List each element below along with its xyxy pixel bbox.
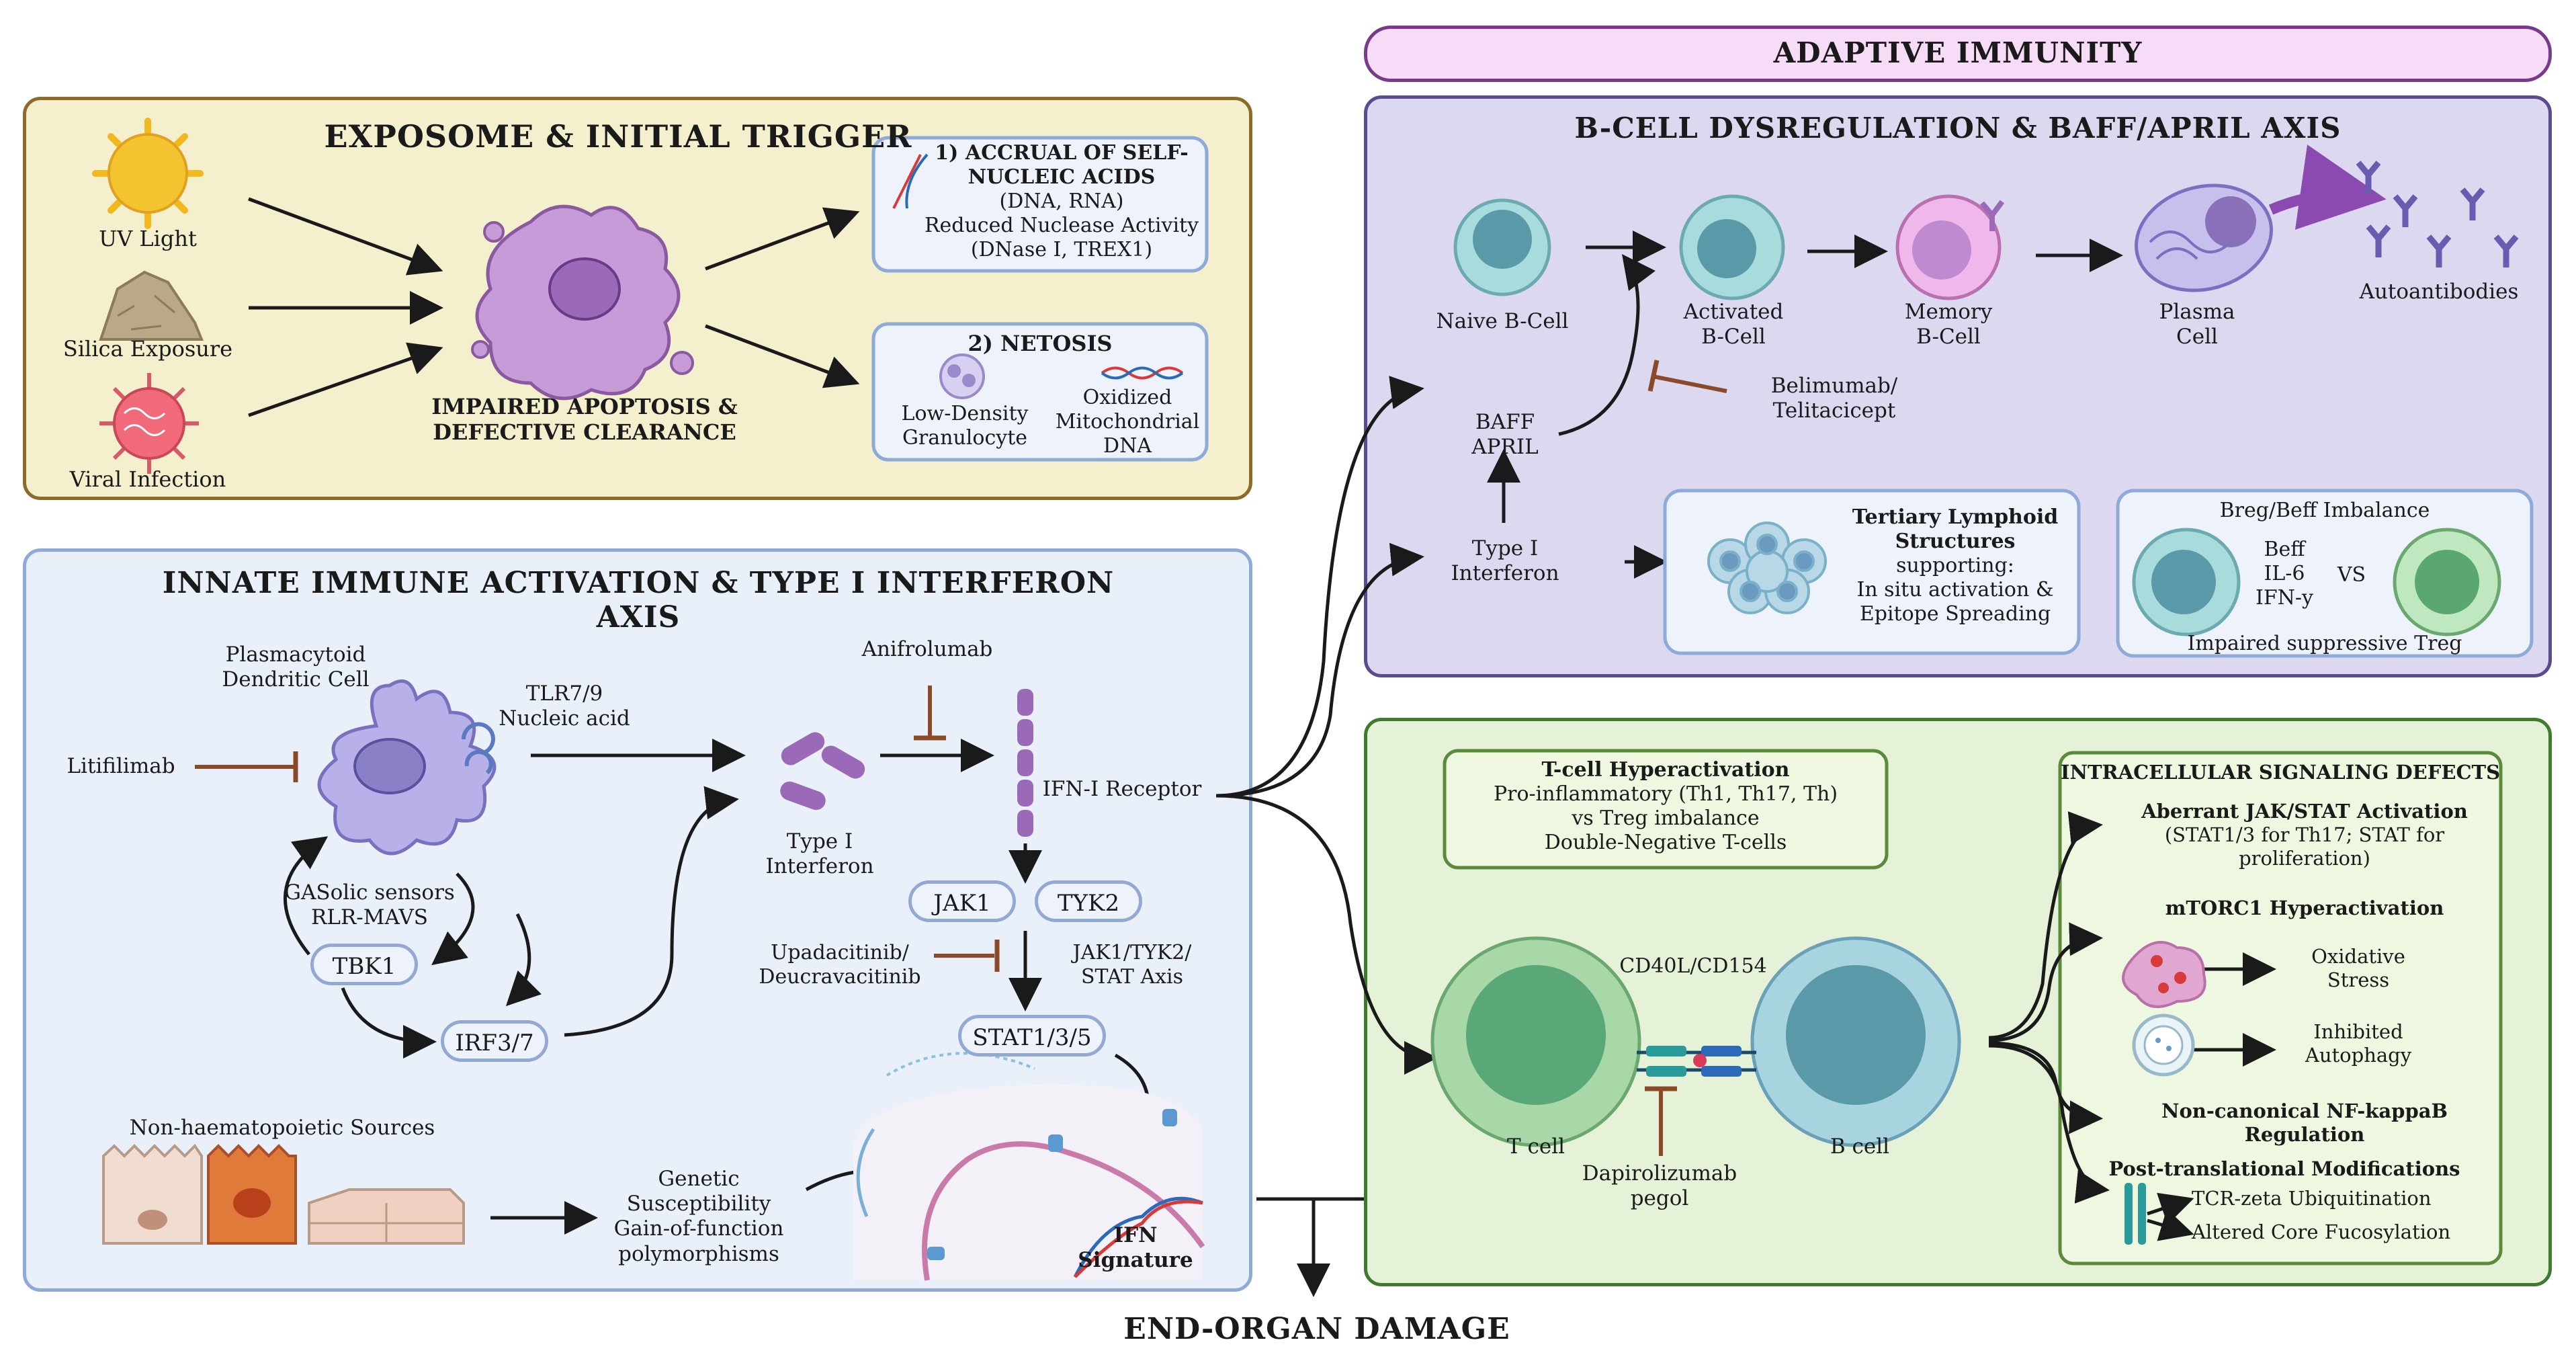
adaptive-banner-title: ADAPTIVE IMMUNITY — [1773, 36, 2143, 69]
treg-cell-icon — [2393, 528, 2501, 636]
dna-icon — [892, 153, 929, 209]
silica-rock-icon — [99, 270, 204, 341]
plasmacytoid-dc-icon — [317, 679, 497, 856]
oxidative-cell-icon — [2122, 941, 2206, 1008]
end-organ-label: END-ORGAN DAMAGE — [1123, 1312, 1510, 1346]
t-hyper-box — [1443, 749, 1889, 870]
litifilimab-label: Litifilimab — [67, 754, 175, 778]
uv-light-label: UV Light — [99, 226, 197, 251]
signaling-box — [2058, 751, 2503, 1266]
bcell-title: B-CELL DYSREGULATION & BAFF/APRIL AXIS — [1574, 112, 2342, 144]
autoantibodies-icon — [2356, 161, 2519, 267]
naive-bcell-icon — [1453, 198, 1551, 296]
ptm-label: Post-translational Modifications — [2108, 1157, 2460, 1180]
b-cell-icon — [1750, 936, 1961, 1147]
sun-icon — [92, 118, 204, 229]
signaling-title: INTRACELLULAR SIGNALING DEFECTS — [2060, 761, 2501, 784]
breg-title: Breg/Beff Imbalance — [2219, 499, 2430, 522]
ifn-receptor-icon — [1017, 689, 1033, 837]
ifn-receptor-label: IFN-I Receptor — [1042, 777, 1202, 801]
anifrolumab-label: Anifrolumab — [861, 637, 993, 661]
autophagy-icon — [2132, 1013, 2195, 1077]
belimumab-label: Belimumab/Telitacicept — [1770, 374, 1898, 423]
accrual-box — [871, 136, 1209, 273]
adaptive-banner — [1364, 26, 2552, 82]
jak1-pill: JAK1 — [908, 880, 1016, 922]
memory-bcell-icon — [1895, 194, 2005, 300]
t-cell-label: T cell — [1506, 1134, 1565, 1159]
netosis-title: 2) NETOSIS — [968, 331, 1113, 356]
exposome-title: EXPOSOME & INITIAL TRIGGER — [324, 118, 912, 155]
naive-bcell-label: Naive B-Cell — [1436, 309, 1569, 333]
mito-dna-icon — [1101, 366, 1184, 380]
cd40-complex-icon — [1637, 1046, 1756, 1077]
accrual-text: 1) ACCRUAL OF SELF- NUCLEIC ACIDS (DNA, … — [924, 141, 1199, 261]
jak-inhibitor-label: Upadacitinib/Deucravacitinib — [759, 941, 921, 989]
silica-label: Silica Exposure — [62, 336, 233, 362]
tcr-label: TCR-zeta Ubiquitination — [2192, 1187, 2432, 1210]
fucosylation-label: Altered Core Fucosylation — [2192, 1220, 2451, 1243]
jakstat-text: Aberrant JAK/STAT Activation (STAT1/3 fo… — [2141, 800, 2468, 870]
cd40-label: CD40L/CD154 — [1619, 954, 1767, 978]
vs-label: VS — [2337, 563, 2366, 587]
stat-pill: STAT1/3/5 — [958, 1015, 1106, 1057]
epithelial-cells-icon — [102, 1143, 465, 1245]
tcr-receptor-icon — [2124, 1183, 2146, 1245]
beff-cell-icon — [2132, 528, 2241, 636]
mtorc-label: mTORC1 Hyperactivation — [2165, 897, 2444, 919]
tbk1-pill: TBK1 — [310, 944, 418, 985]
virus-icon — [99, 373, 199, 474]
autoantibodies-label: Autoantibodies — [2359, 280, 2519, 304]
jak-axis-label: JAK1/TYK2/STAT Axis — [1072, 941, 1192, 989]
interferon-molecule-icon — [780, 732, 865, 811]
tls-text: Tertiary Lymphoid Structures supporting:… — [1852, 505, 2059, 626]
plasma-cell-icon — [2135, 183, 2273, 292]
breg-caption: Impaired suppressive Treg — [2187, 632, 2462, 655]
tls-cluster-icon — [1707, 522, 1827, 614]
nucleus-illustration — [853, 1052, 1205, 1281]
viral-label: Viral Infection — [69, 466, 226, 492]
apoptotic-cell-icon — [471, 204, 694, 401]
activated-bcell-icon — [1679, 194, 1785, 300]
tyk2-pill: TYK2 — [1035, 880, 1142, 922]
innate-title: INNATE IMMUNE ACTIVATION & TYPE I INTERF… — [162, 566, 1115, 634]
nonhaem-label: Non-haematopoietic Sources — [129, 1116, 435, 1140]
apoptosis-caption: IMPAIRED APOPTOSIS &DEFECTIVE CLEARANCE — [431, 394, 738, 446]
granulocyte-icon — [939, 354, 985, 399]
b-cell-label: B cell — [1830, 1134, 1890, 1159]
t-hyper-text: T-cell Hyperactivation Pro-inflammatory … — [1493, 758, 1838, 854]
irf-pill: IRF3/7 — [441, 1020, 548, 1062]
t-cell-icon — [1430, 936, 1641, 1147]
